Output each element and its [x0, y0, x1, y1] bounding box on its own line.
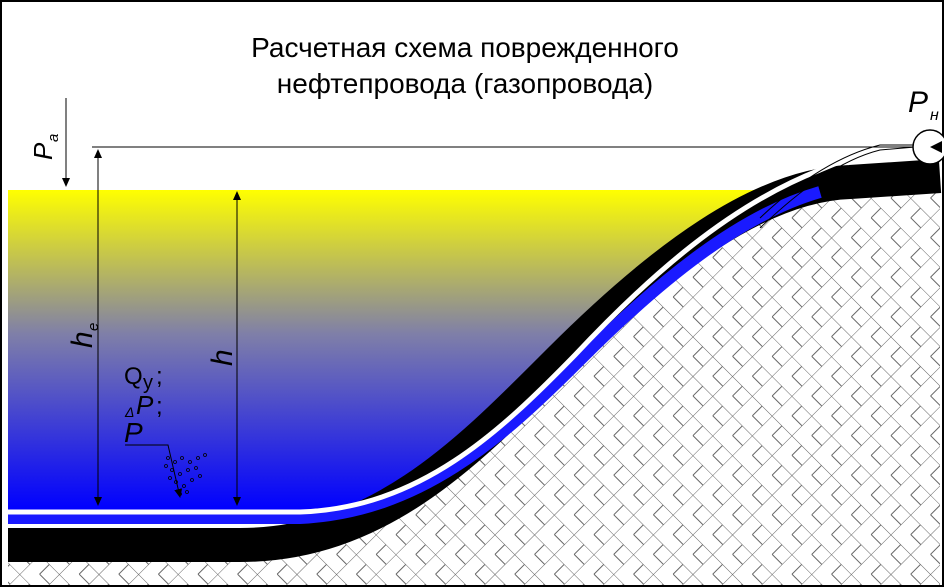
leak-pointer — [125, 444, 183, 498]
svg-text:a: a — [45, 134, 62, 142]
label-h: h — [206, 349, 239, 366]
svg-text:Δ: Δ — [124, 404, 134, 420]
svg-text:h: h — [206, 349, 239, 366]
label-he: h e — [66, 323, 102, 348]
svg-text:;: ; — [156, 363, 163, 390]
pump-circle — [912, 129, 944, 165]
label-pa: P a — [28, 134, 62, 160]
pipeline-white-line — [8, 144, 921, 515]
water-body — [8, 190, 832, 510]
pipeline-blue-strip — [8, 186, 822, 524]
pipeline-black — [8, 159, 942, 562]
svg-text:h: h — [66, 331, 99, 348]
svg-text:Q: Q — [124, 363, 143, 390]
label-p: P — [124, 417, 143, 448]
svg-text:;: ; — [156, 393, 163, 420]
svg-text:P: P — [28, 142, 58, 160]
title-line-1: Расчетная схема поврежденного — [251, 32, 679, 63]
pipeline-outline-line — [759, 146, 916, 229]
title-line-2: нефтепровода (газопровода) — [276, 68, 654, 99]
pump-triangle — [930, 141, 942, 153]
leak-bubbles — [164, 453, 207, 496]
svg-text:у: у — [143, 372, 153, 394]
ground-hatch — [8, 180, 940, 585]
svg-text:н: н — [930, 107, 939, 124]
pipeline-outline-line-2 — [759, 144, 915, 219]
label-qy: Q у ; — [124, 363, 163, 394]
label-pn: P н — [908, 86, 939, 124]
svg-text:P: P — [908, 86, 928, 119]
svg-text:P: P — [136, 390, 154, 420]
label-delta-p: Δ P ; — [124, 390, 163, 420]
svg-text:e: e — [85, 323, 102, 331]
